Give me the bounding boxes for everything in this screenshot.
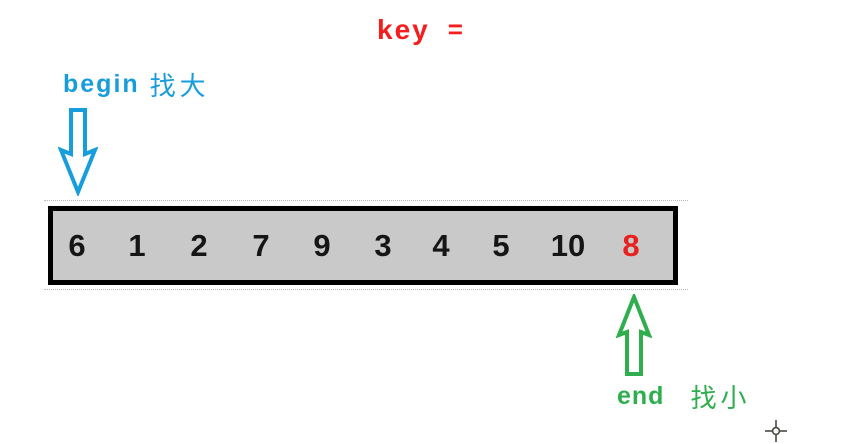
array-cell: 4	[432, 227, 450, 263]
end-label-text: end	[617, 382, 665, 410]
begin-arrow-down-icon	[58, 108, 98, 196]
end-annotation: 找小	[690, 383, 751, 413]
key-equation: key =	[377, 14, 465, 46]
array-cell: 2	[190, 227, 208, 263]
selection-marquee-bottom	[44, 289, 688, 290]
array-cell: 8	[622, 227, 640, 263]
array-cell: 7	[252, 227, 270, 263]
array-cell: 5	[492, 227, 510, 263]
array-cell: 10	[550, 227, 586, 263]
selection-marquee-top	[44, 200, 688, 201]
array-cell: 9	[313, 227, 331, 263]
array-cell: 1	[128, 227, 146, 263]
end-pointer-label: end 找小	[617, 378, 750, 415]
key-label: key	[377, 14, 430, 45]
end-arrow-up-icon	[616, 294, 652, 376]
begin-pointer-label: begin 找大	[63, 66, 210, 103]
equals-sign: =	[447, 14, 465, 44]
array-box: 6 1 2 7 9 3 4 5 10 8	[48, 206, 678, 285]
begin-label-text: begin	[63, 70, 140, 98]
array-cell: 3	[374, 227, 392, 263]
crosshair-cursor-icon	[765, 420, 787, 444]
begin-annotation: 找大	[149, 71, 210, 101]
array-cell: 6	[68, 227, 86, 263]
